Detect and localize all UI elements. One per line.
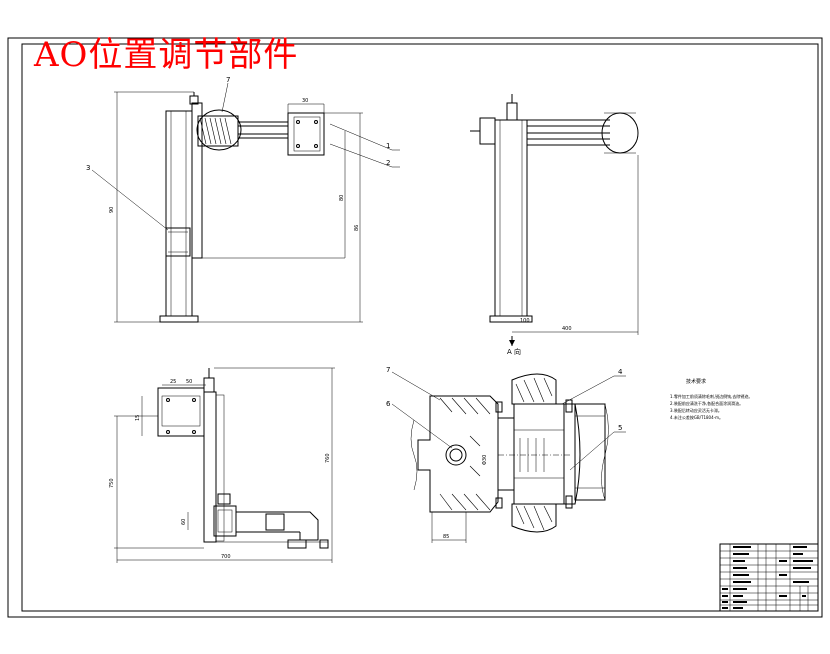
dim-front-top: 30 <box>302 98 308 104</box>
dim-top-left: 750 <box>109 478 115 488</box>
dim-section-dia: Φ30 <box>482 455 488 465</box>
section-view: 85 Φ30 7 6 4 5 <box>386 366 626 543</box>
callout-1: 1 <box>386 142 390 150</box>
callout-3: 3 <box>86 164 90 172</box>
dim-top-upper-2: 50 <box>186 379 192 385</box>
dim-side-bottom: 400 <box>562 326 572 332</box>
dim-side-small: 100 <box>520 318 530 324</box>
note-line-1: 1.零件加工前须清除毛刺,锐边倒钝,去除锈迹。 <box>670 393 752 399</box>
top-view: 700 750 760 25 50 15 60 <box>109 367 335 563</box>
callout-7: 7 <box>226 76 230 84</box>
callout-section-5: 5 <box>618 424 622 432</box>
note-line-4: 4.未注公差按GB/T1804-m。 <box>670 414 723 420</box>
title-block <box>719 543 819 612</box>
dim-top-left-small: 15 <box>135 415 141 421</box>
drawing-title: AO位置调节部件 <box>34 35 299 75</box>
technical-notes: 技术要求 1.零件加工前须清除毛刺,锐边倒钝,去除锈迹。 2.装配前应清洗干净,… <box>670 378 752 420</box>
note-line-3: 3.装配后转动应灵活无卡滞。 <box>670 407 722 413</box>
dim-front-right: 86 <box>354 225 360 231</box>
callout-2: 2 <box>386 159 390 167</box>
callout-section-7: 7 <box>386 366 390 374</box>
view-label: A 向 <box>507 347 521 356</box>
dim-top-bottom: 700 <box>221 554 231 560</box>
dim-section-bottom: 85 <box>443 534 449 540</box>
callout-section-6: 6 <box>386 400 391 408</box>
note-line-2: 2.装配前应清洗干净,各配合面涂润滑油。 <box>670 400 743 406</box>
dim-top-right: 760 <box>325 453 331 463</box>
notes-heading: 技术要求 <box>686 378 706 385</box>
inner-frame <box>21 43 819 612</box>
dim-front-mid: 80 <box>339 195 345 201</box>
dim-top-left-mid: 60 <box>181 519 187 525</box>
callout-section-4: 4 <box>618 368 623 376</box>
dim-front-left: 90 <box>109 207 115 213</box>
outer-frame <box>7 37 823 618</box>
side-view: 400 100 A 向 <box>470 94 639 356</box>
dim-top-upper-1: 25 <box>170 379 176 385</box>
front-view: 30 90 80 86 7 3 1 2 <box>86 76 400 323</box>
